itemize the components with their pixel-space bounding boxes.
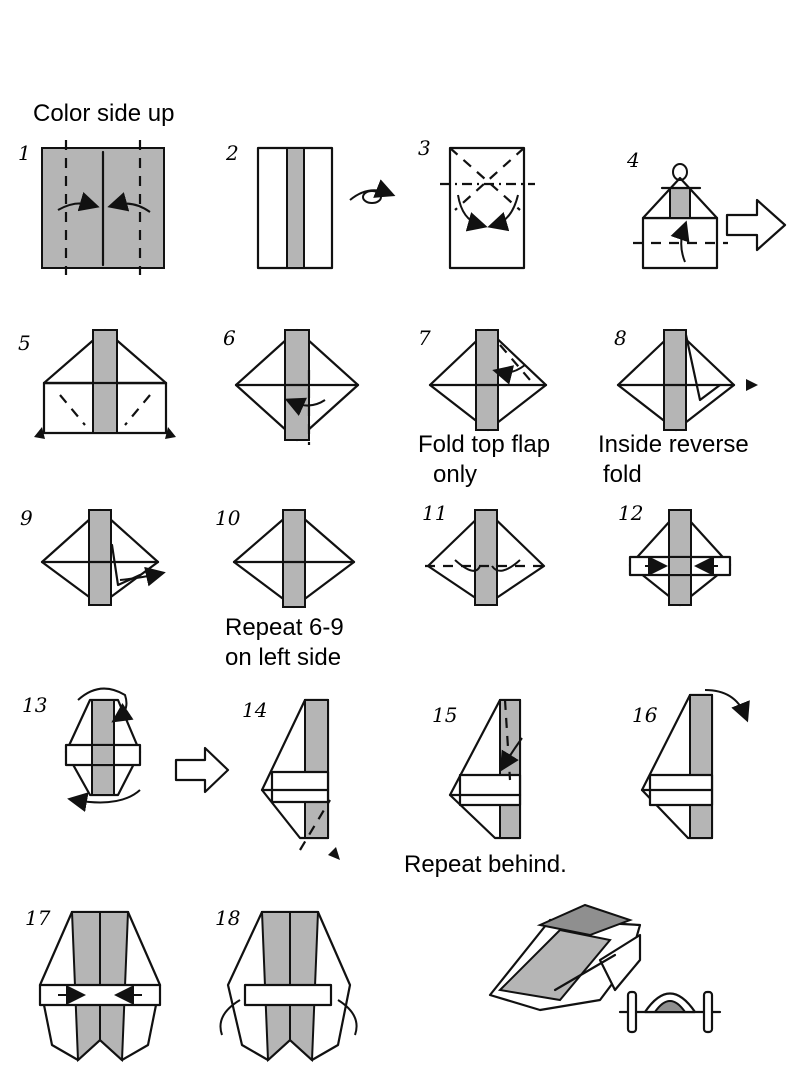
finished-model-front-view (618, 990, 722, 1034)
step-7-instruction-line1: Fold top flap (418, 431, 550, 458)
step-1: 1 (18, 140, 165, 275)
step-2: 2 (225, 141, 396, 270)
step-number: 7 (418, 326, 431, 350)
step-number: 17 (25, 906, 51, 930)
step-8-instruction-line2: fold (603, 461, 642, 488)
step-10: 10 (215, 506, 356, 609)
step-number: 3 (418, 136, 431, 160)
step-18: 18 (215, 906, 358, 1063)
step-number: 18 (215, 906, 240, 930)
step-number: 14 (242, 698, 267, 722)
step-17: 17 (25, 906, 162, 1063)
color-side-up-label: Color side up (33, 100, 174, 127)
step-number: 12 (618, 501, 643, 525)
step-number: 2 (225, 141, 239, 165)
step-5: 5 (18, 328, 176, 439)
step-14: 14 (242, 698, 340, 860)
step-4: 4 (626, 148, 787, 270)
step-15-note: Repeat behind. (404, 851, 567, 878)
step-number: 11 (422, 501, 447, 525)
step-number: 10 (215, 506, 241, 530)
step-10-instruction-line2: on left side (225, 644, 341, 671)
finished-model (488, 903, 642, 1012)
step-6: 6 (223, 326, 360, 445)
step-8: 8 (614, 326, 758, 432)
step-7: 7 (418, 326, 548, 432)
step-11: 11 (422, 501, 548, 607)
step-number: 1 (18, 141, 31, 165)
step-number: 9 (20, 506, 33, 530)
step-number: 13 (22, 693, 47, 717)
step-10-instruction-line1: Repeat 6-9 (225, 614, 344, 641)
step-12: 12 (618, 501, 732, 607)
step-number: 4 (626, 148, 640, 172)
step-number: 6 (223, 326, 236, 350)
step-3: 3 (418, 136, 535, 270)
step-number: 16 (632, 703, 658, 727)
step-number: 15 (432, 703, 457, 727)
step-16: 16 (632, 689, 750, 840)
step-9: 9 (20, 506, 166, 607)
step-number: 5 (18, 331, 31, 355)
step-number: 8 (614, 326, 627, 350)
step-15: 15 (432, 698, 523, 840)
step-13: 13 (22, 687, 230, 812)
step-8-instruction-line1: Inside reverse (598, 431, 749, 458)
step-7-instruction-line2: only (433, 461, 477, 488)
